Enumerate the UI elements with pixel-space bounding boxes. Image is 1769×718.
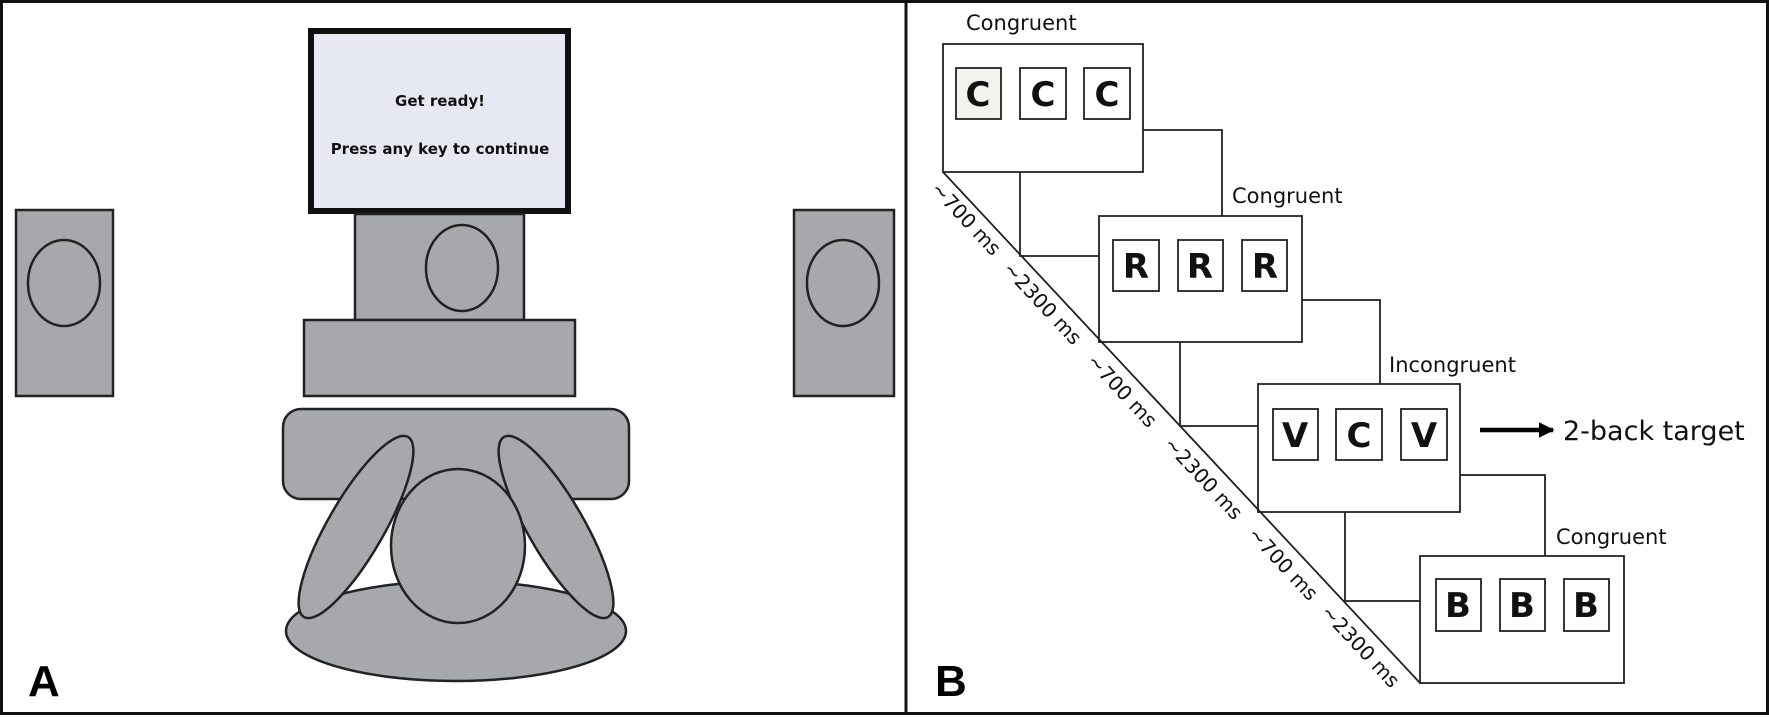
stimulus-letter: B	[1573, 586, 1599, 626]
stimulus-letter: R	[1187, 247, 1213, 287]
condition-label: Congruent	[1556, 525, 1667, 549]
stimulus-letter: C	[1095, 75, 1120, 115]
stimulus-letter: B	[1445, 586, 1471, 626]
target-label: 2-back target	[1563, 416, 1745, 447]
monitor-text-line1: Get ready!	[395, 92, 485, 110]
panel-b	[942, 43, 1625, 684]
condition-label: Congruent	[966, 11, 1077, 35]
monitor-text-line2: Press any key to continue	[331, 140, 550, 158]
panel-a	[14, 28, 896, 683]
stimulus-letter: C	[1347, 416, 1372, 456]
timeline-diagonal	[942, 171, 1421, 684]
timing-label-stimulus: ~700 ms	[1243, 522, 1323, 605]
panel-a-label: A	[28, 657, 60, 706]
condition-label: Incongruent	[1389, 353, 1516, 377]
stimulus-letter: R	[1252, 247, 1278, 287]
right-speaker	[792, 208, 896, 398]
condition-label: Congruent	[1232, 184, 1343, 208]
timing-label-stimulus: ~700 ms	[1082, 349, 1162, 432]
stimulus-letter: V	[1411, 416, 1438, 456]
left-speaker	[14, 208, 115, 398]
stimulus-letter: C	[966, 75, 991, 115]
stimulus-letter: V	[1282, 416, 1309, 456]
timing-label-blank: ~2300 ms	[1159, 432, 1247, 524]
timing-label-blank: ~2300 ms	[998, 257, 1086, 349]
stimulus-letter: B	[1509, 586, 1535, 626]
stimulus-letter: C	[1031, 75, 1056, 115]
timing-label-blank: ~2300 ms	[1316, 600, 1404, 692]
center-speaker	[353, 212, 526, 322]
panel-b-label: B	[935, 657, 967, 706]
letter-boxes	[955, 67, 1610, 632]
timing-label-stimulus: ~700 ms	[926, 177, 1006, 260]
person	[284, 434, 628, 683]
monitor-screen	[308, 28, 571, 214]
stimulus-letter: R	[1123, 247, 1149, 287]
desk	[302, 318, 577, 398]
